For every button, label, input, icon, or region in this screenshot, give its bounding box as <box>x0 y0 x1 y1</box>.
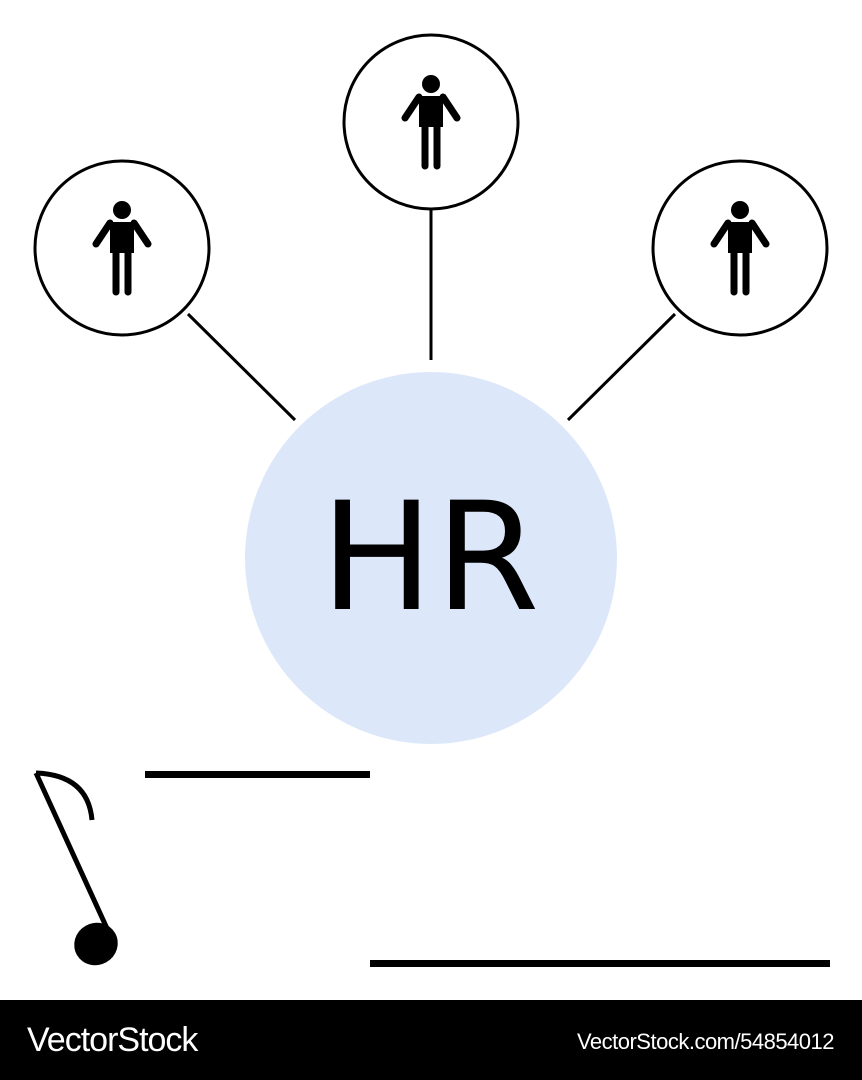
person-node-top <box>342 33 520 211</box>
music-note-icon <box>33 770 118 966</box>
connector-right <box>566 312 677 422</box>
decor-line-top <box>145 771 370 778</box>
hr-center-node <box>245 372 617 744</box>
hr-diagram <box>33 33 830 967</box>
image-reference: VectorStock.com/54854012 <box>576 1029 835 1054</box>
connector-left <box>186 312 297 422</box>
person-icon <box>401 75 461 170</box>
person-node-right <box>651 159 829 337</box>
person-node-left <box>33 159 211 337</box>
person-icon <box>710 201 770 296</box>
hr-label: HR <box>320 471 542 645</box>
person-icon <box>92 201 152 296</box>
decor-line-bottom <box>370 960 830 967</box>
brand-logo: VectorStock <box>27 1021 198 1059</box>
watermark-footer: VectorStock VectorStock.com/54854012 <box>0 1000 862 1080</box>
